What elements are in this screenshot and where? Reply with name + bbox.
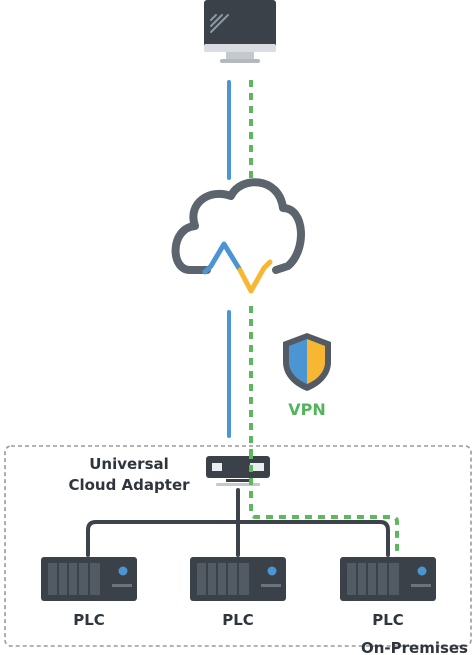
on-premises-label: On-Premises bbox=[361, 639, 468, 655]
cloud-icon bbox=[171, 178, 305, 274]
plc-label-1: PLC bbox=[73, 611, 105, 629]
on-premises-zone-border bbox=[4, 445, 472, 647]
adapter-label-line2: Cloud Adapter bbox=[68, 476, 190, 494]
monitor-icon bbox=[204, 0, 276, 63]
wave-logo-icon bbox=[202, 241, 273, 294]
plc-device-1 bbox=[41, 557, 137, 601]
plc-device-3 bbox=[340, 557, 436, 601]
plc-label-3: PLC bbox=[372, 611, 404, 629]
cloud-adapter-device bbox=[206, 456, 270, 486]
vpn-label: VPN bbox=[288, 400, 326, 419]
plc-label-2: PLC bbox=[222, 611, 254, 629]
adapter-label-line1: Universal bbox=[89, 455, 169, 473]
plc-device-2 bbox=[190, 557, 286, 601]
vpn-link-to-plc bbox=[249, 452, 399, 558]
vpn-shield-icon bbox=[283, 333, 331, 391]
plc-cable-tree bbox=[86, 488, 390, 557]
